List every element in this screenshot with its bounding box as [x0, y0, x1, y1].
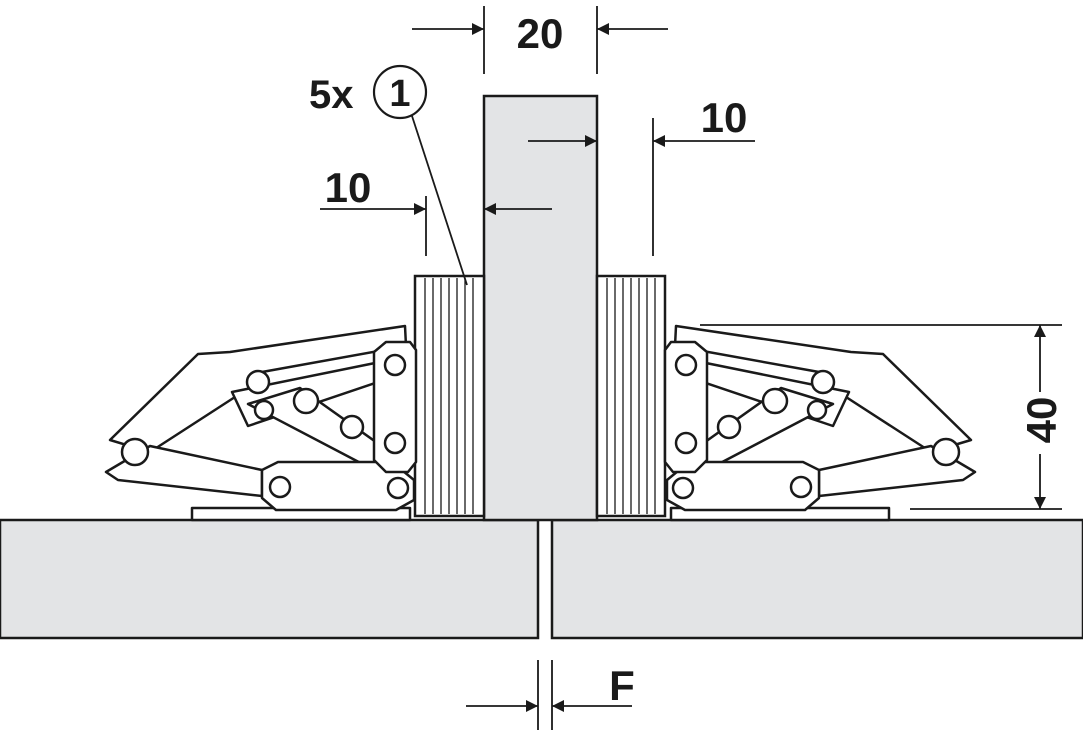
dimension-left-10-label: 10 [325, 164, 372, 211]
right-hinge-mechanism [663, 324, 977, 522]
callout-quantity: 5x [309, 73, 354, 117]
dimension-left-10 [320, 196, 552, 256]
callout-circle [372, 64, 428, 120]
dimension-40 [700, 324, 1062, 510]
dimension-20-label: 20 [517, 10, 564, 57]
dimension-right-10 [528, 118, 755, 256]
right-base-panel [550, 518, 1083, 640]
callout-number: 1 [389, 73, 410, 115]
dimension-f-label: F [609, 662, 635, 709]
dimension-right-10-label: 10 [701, 94, 748, 141]
left-ribbed-cylinder [413, 274, 486, 518]
left-base-panel [0, 518, 540, 640]
center-panel [482, 94, 599, 522]
left-hinge-mechanism [104, 324, 418, 522]
right-ribbed-cylinder [595, 274, 667, 518]
dimension-f [466, 660, 632, 730]
dimension-20 [412, 6, 668, 74]
dimension-40-label: 40 [1018, 397, 1065, 444]
callout-leader-line [411, 115, 468, 286]
